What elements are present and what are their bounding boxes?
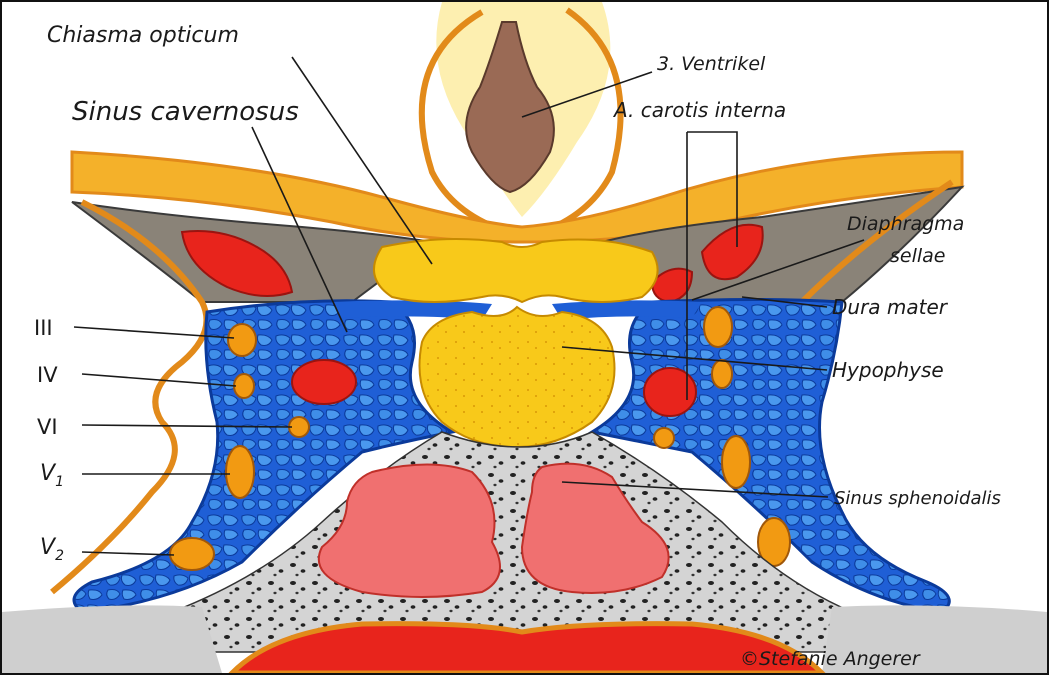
- label-nerve-iv: IV: [37, 363, 58, 387]
- label-hypophyse: Hypophyse: [832, 358, 944, 382]
- label-chiasma-opticum: Chiasma opticum: [47, 23, 239, 48]
- nerve-vi-right: [654, 428, 674, 448]
- label-sinus-cavernosus: Sinus cavernosus: [72, 97, 299, 127]
- label-diaphragma-line1: Diaphragma: [847, 213, 964, 235]
- nerve-v1-right: [722, 436, 750, 488]
- carotid-right-in-sinus: [644, 368, 696, 416]
- nerve-v2-left: [170, 538, 214, 570]
- nerve-v1-left: [226, 446, 254, 498]
- label-sinus-sphenoidalis: Sinus sphenoidalis: [834, 488, 1001, 509]
- label-nerve-v2: V2: [40, 535, 64, 564]
- label-nerve-vi: VI: [37, 415, 58, 439]
- nerve-iii-right: [704, 307, 732, 347]
- label-nerve-v1: V1: [40, 461, 64, 490]
- label-nerve-v2-sub: 2: [55, 548, 64, 564]
- carotid-left-in-sinus: [292, 360, 356, 404]
- label-nerve-iii: III: [34, 316, 53, 340]
- chiasma-opticum-shape: [374, 239, 658, 302]
- label-dura-mater: Dura mater: [832, 295, 949, 319]
- bottom-red-arc: [232, 624, 822, 673]
- label-nerve-v1-sub: 1: [55, 474, 64, 490]
- label-diaphragma-line2: sellae: [890, 245, 945, 267]
- label-3-ventrikel: 3. Ventrikel: [657, 53, 766, 75]
- sinus-sphenoidalis-left: [319, 465, 500, 598]
- nerve-iv-right: [712, 360, 732, 388]
- nerve-iii-left: [228, 324, 256, 356]
- credit-signature: ©Stefanie Angerer: [740, 648, 921, 670]
- hypophyse-shape: [420, 307, 615, 447]
- label-a-carotis-interna: A. carotis interna: [612, 98, 786, 122]
- nerve-iv-left: [234, 374, 254, 398]
